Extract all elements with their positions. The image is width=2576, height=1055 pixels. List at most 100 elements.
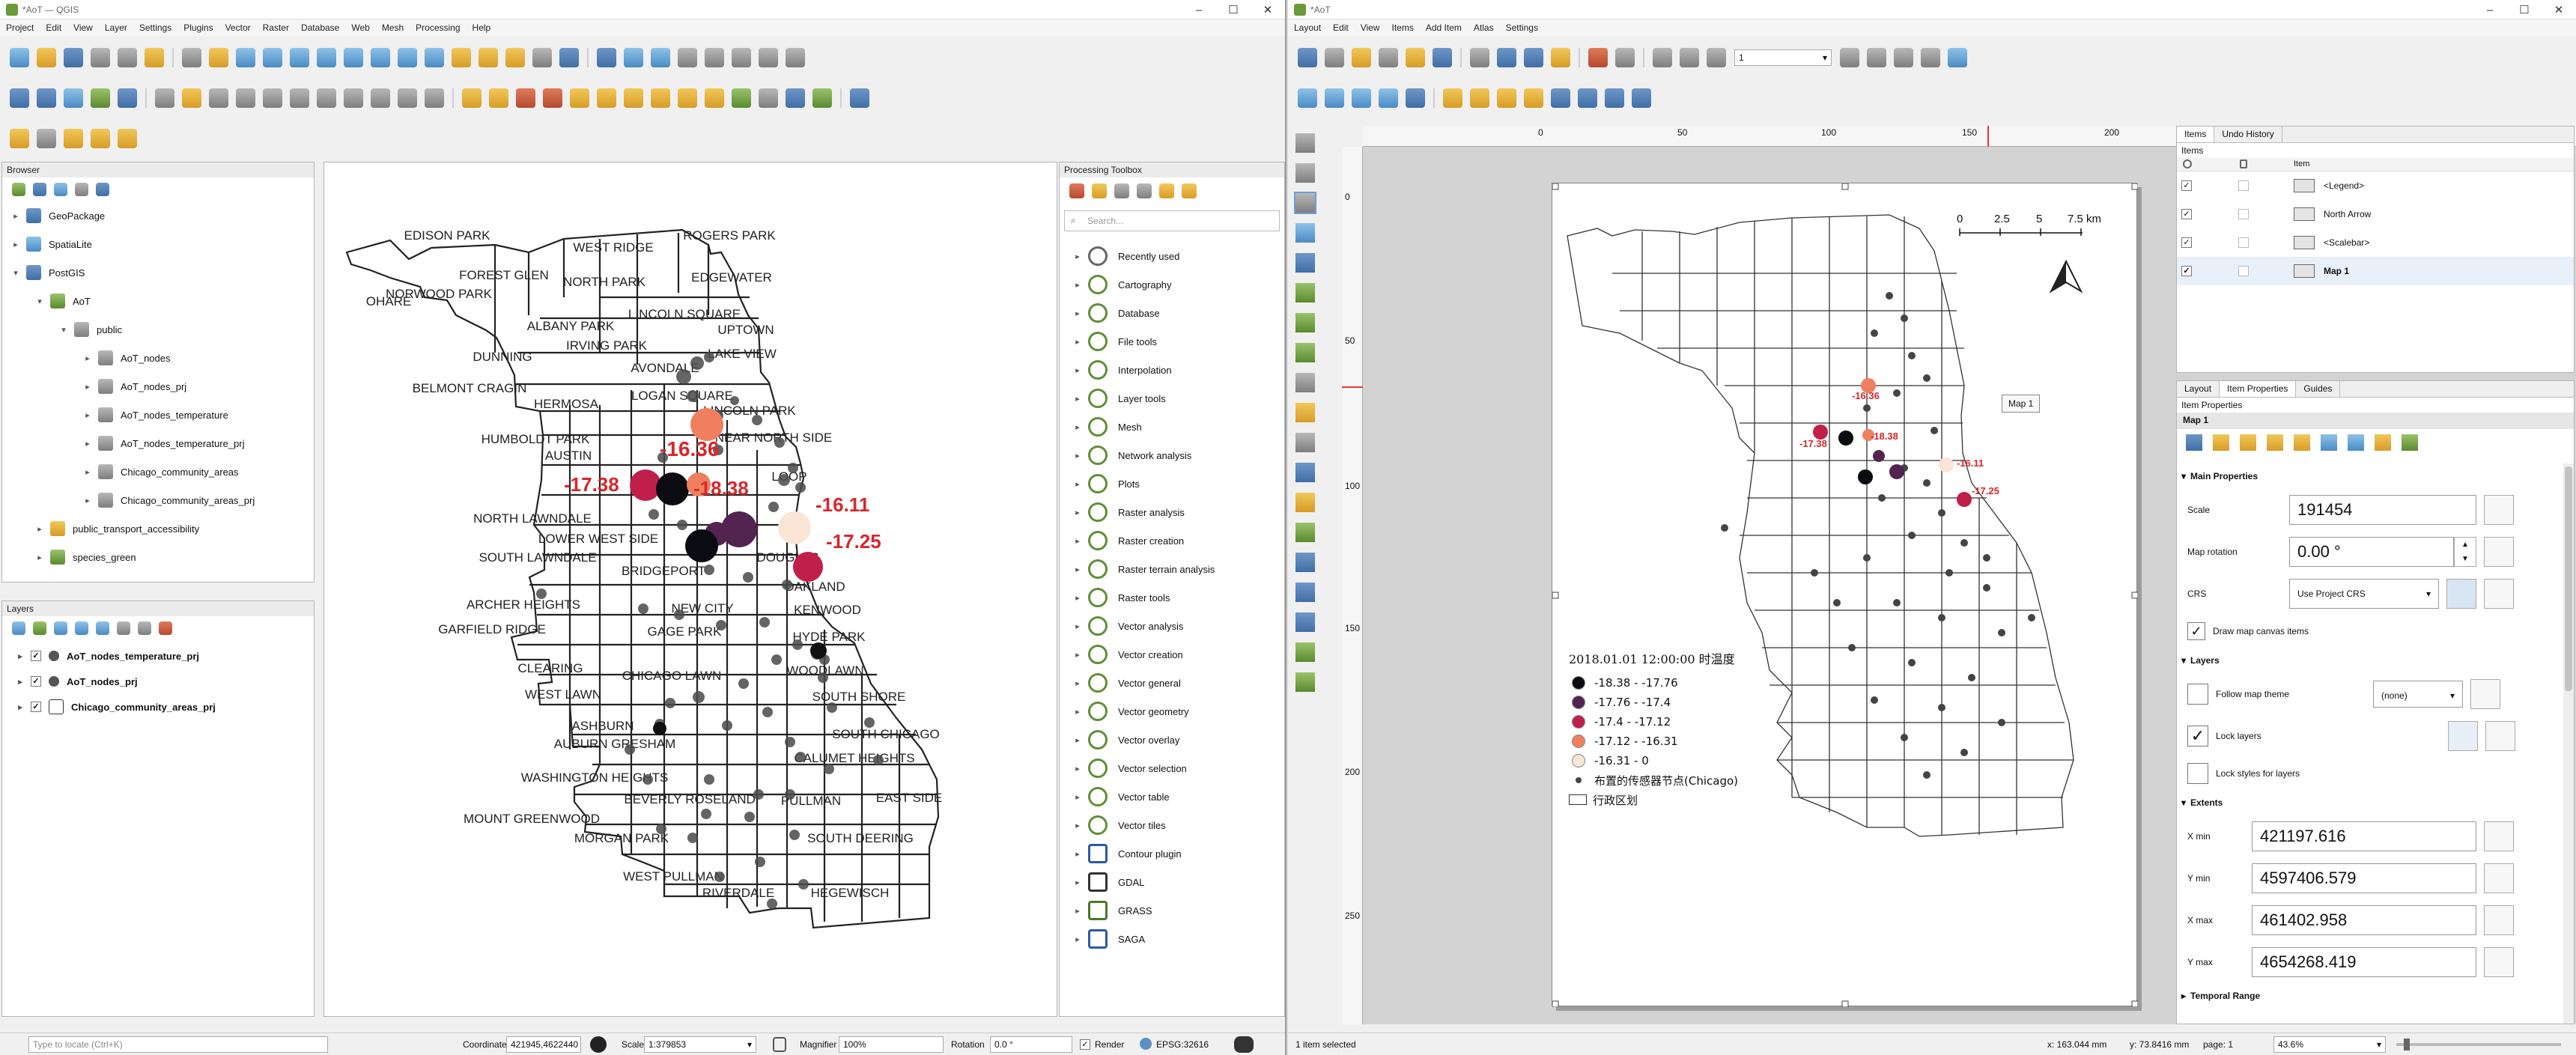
processing-group[interactable]: ▸Layer tools bbox=[1073, 384, 1284, 413]
add-feature-icon[interactable] bbox=[236, 88, 255, 108]
coordinate-field[interactable]: 421945,4622440 bbox=[506, 1036, 581, 1053]
processing-group[interactable]: ▸Vector table bbox=[1073, 782, 1284, 811]
label-show-icon[interactable] bbox=[678, 88, 697, 108]
refresh-view-icon[interactable] bbox=[1406, 88, 1425, 108]
vertex-tool-icon[interactable] bbox=[263, 88, 282, 108]
digitize-icon[interactable] bbox=[155, 88, 174, 108]
label-move-icon[interactable] bbox=[597, 88, 616, 108]
add-group-icon[interactable] bbox=[33, 621, 46, 635]
expand-arrow-icon[interactable]: ▸ bbox=[1075, 565, 1080, 574]
browser-item[interactable]: ▸AoT_nodes_prj bbox=[2, 372, 314, 401]
zoom-tool-icon[interactable] bbox=[1295, 163, 1315, 183]
menu-item[interactable]: Web bbox=[351, 22, 370, 33]
processing-group[interactable]: ▸Network analysis bbox=[1073, 441, 1284, 469]
browser-item[interactable]: ▸Chicago_community_areas_prj bbox=[2, 486, 314, 514]
menu-item[interactable]: Mesh bbox=[381, 22, 404, 33]
last-feature-icon[interactable] bbox=[1867, 48, 1886, 67]
redo-icon[interactable] bbox=[425, 88, 444, 108]
temporal-range-section[interactable]: ▸Temporal Range bbox=[2177, 983, 2563, 1009]
copy-icon[interactable] bbox=[344, 88, 363, 108]
lock-layers-data-defined-button[interactable] bbox=[2485, 721, 2515, 751]
processing-group[interactable]: ▸File tools bbox=[1073, 327, 1284, 356]
add-north-arrow-icon[interactable] bbox=[1295, 463, 1315, 482]
item-visibility-checkbox[interactable]: ✓ bbox=[2181, 180, 2192, 191]
select-features-icon[interactable] bbox=[10, 129, 29, 148]
expand-arrow-icon[interactable]: ▸ bbox=[1075, 252, 1080, 261]
temporal-controller-icon[interactable] bbox=[532, 48, 552, 67]
remove-layer-icon[interactable] bbox=[159, 621, 172, 635]
statistics-sum-icon[interactable] bbox=[678, 48, 697, 67]
set-extent-icon[interactable] bbox=[2213, 434, 2229, 451]
atlas-page-field[interactable]: 1▾ bbox=[1734, 49, 1832, 66]
settings-gear-icon[interactable] bbox=[651, 48, 670, 67]
add-polyline-icon[interactable] bbox=[1295, 583, 1315, 602]
layout-minimize-button[interactable]: – bbox=[2486, 3, 2494, 16]
labeling-settings-icon[interactable] bbox=[2375, 434, 2391, 451]
menu-item[interactable]: Plugins bbox=[183, 22, 213, 33]
properties-scrollbar[interactable] bbox=[2563, 463, 2574, 1024]
processing-group[interactable]: ▸GRASS bbox=[1073, 896, 1284, 925]
expand-arrow-icon[interactable]: ▸ bbox=[18, 702, 22, 712]
browser-item[interactable]: ▸AoT_nodes_temperature_prj bbox=[2, 429, 314, 457]
menu-item[interactable]: Processing bbox=[416, 22, 461, 33]
expand-arrow-icon[interactable]: ▸ bbox=[1075, 934, 1080, 944]
layout-save-icon[interactable] bbox=[1298, 48, 1317, 67]
theme-select[interactable]: (none)▾ bbox=[2373, 681, 2463, 708]
draw-canvas-items-checkbox[interactable]: ✓ bbox=[2187, 622, 2205, 640]
lock-scale-icon[interactable] bbox=[773, 1037, 786, 1052]
processing-group[interactable]: ▸Raster terrain analysis bbox=[1073, 555, 1284, 583]
save-edits-icon[interactable] bbox=[209, 88, 228, 108]
export-atlas-icon[interactable] bbox=[1921, 48, 1940, 67]
zoom-100-icon[interactable] bbox=[1352, 88, 1371, 108]
expand-arrow-icon[interactable]: ▸ bbox=[1075, 849, 1080, 859]
bookmark-icon[interactable] bbox=[479, 48, 498, 67]
crs-data-defined-button[interactable] bbox=[2484, 579, 2514, 609]
processing-group[interactable]: ▸Raster analysis bbox=[1073, 498, 1284, 526]
expand-arrow-icon[interactable]: ▸ bbox=[1075, 280, 1080, 290]
ymin-input[interactable]: 4597406.579 bbox=[2252, 863, 2476, 893]
expand-arrow-icon[interactable]: ▸ bbox=[1075, 422, 1080, 432]
add-picture-icon[interactable] bbox=[1295, 343, 1315, 362]
first-feature-icon[interactable] bbox=[1680, 48, 1699, 67]
browser-item[interactable]: ▾AoT bbox=[2, 287, 314, 315]
collapse-all-icon[interactable] bbox=[75, 183, 88, 196]
processing-group[interactable]: ▸Vector creation bbox=[1073, 640, 1284, 669]
manage-themes-icon[interactable] bbox=[54, 621, 67, 635]
next-feature-icon[interactable] bbox=[1840, 48, 1859, 67]
new-layout-icon[interactable] bbox=[91, 48, 110, 67]
refresh-icon[interactable] bbox=[559, 48, 579, 67]
expand-arrow-icon[interactable]: ▾ bbox=[13, 268, 18, 278]
processing-group[interactable]: ▸GDAL bbox=[1073, 868, 1284, 896]
browser-item[interactable]: ▸GeoPackage bbox=[2, 201, 314, 230]
layers-section[interactable]: ▾Layers bbox=[2177, 648, 2563, 673]
label-pin-icon[interactable] bbox=[516, 88, 535, 108]
expand-all-icon[interactable] bbox=[117, 621, 130, 635]
zoom-slider[interactable] bbox=[2396, 1039, 2561, 1051]
deselect-icon[interactable] bbox=[64, 129, 83, 148]
scripts-icon[interactable] bbox=[1092, 183, 1107, 198]
refresh-browser-icon[interactable] bbox=[33, 183, 46, 196]
expand-arrow-icon[interactable]: ▾ bbox=[61, 325, 66, 335]
undo-icon[interactable] bbox=[398, 88, 417, 108]
data-source-manager-icon[interactable] bbox=[10, 88, 29, 108]
edit-features-in-place-icon[interactable] bbox=[1159, 183, 1174, 198]
menu-item[interactable]: Database bbox=[300, 22, 340, 33]
rotation-data-defined-button[interactable] bbox=[2484, 537, 2514, 567]
layout-menu-item[interactable]: Add Item bbox=[1425, 22, 1462, 33]
scale-input[interactable]: 191454 bbox=[2289, 495, 2476, 525]
expand-arrow-icon[interactable]: ▸ bbox=[1075, 621, 1080, 631]
processing-group[interactable]: ▸SAGA bbox=[1073, 925, 1284, 953]
item-lock-checkbox[interactable] bbox=[2238, 209, 2249, 219]
layout-item-row[interactable]: ✓<Scalebar> bbox=[2177, 228, 2574, 257]
xmin-input[interactable]: 421197.616 bbox=[2252, 821, 2476, 851]
print-icon[interactable] bbox=[1470, 48, 1489, 67]
extents-section[interactable]: ▾Extents bbox=[2177, 790, 2563, 815]
processing-group[interactable]: ▸Vector general bbox=[1073, 669, 1284, 697]
add-arrow-icon[interactable] bbox=[1295, 553, 1315, 572]
group-items-icon[interactable] bbox=[1497, 88, 1516, 108]
tab-layout[interactable]: Layout bbox=[2177, 381, 2220, 397]
processing-options-icon[interactable] bbox=[1182, 183, 1197, 198]
toggle-extents-icon[interactable] bbox=[590, 1036, 607, 1053]
crs-select[interactable]: Use Project CRS▾ bbox=[2289, 579, 2439, 609]
